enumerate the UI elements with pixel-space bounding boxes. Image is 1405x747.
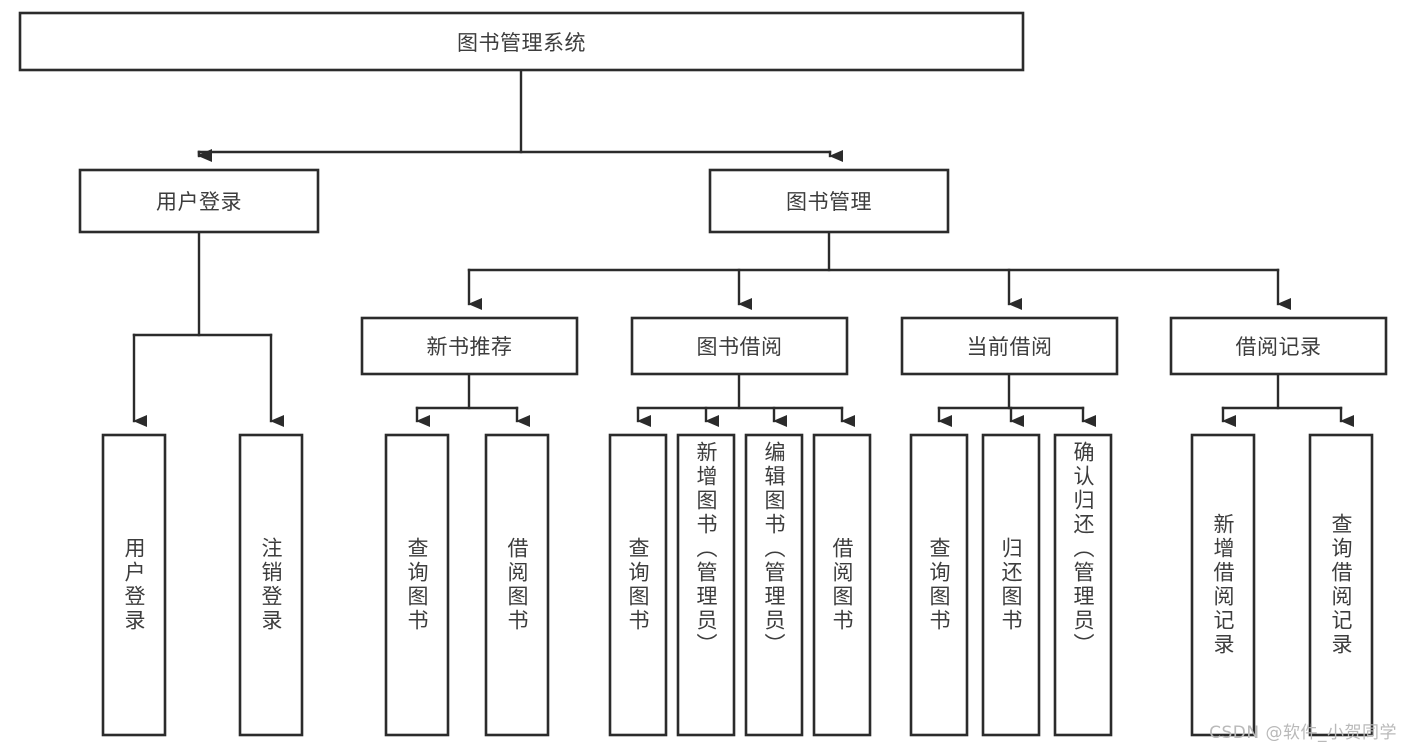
node-box-current-borrow[interactable] bbox=[900, 316, 1119, 376]
node-box-new-book-recommend[interactable] bbox=[360, 316, 579, 376]
node-box-leaf-borrow-book-1[interactable] bbox=[484, 433, 550, 737]
node-box-leaf-edit-book-admin[interactable] bbox=[744, 433, 804, 737]
node-boxes bbox=[18, 11, 1388, 737]
node-box-leaf-user-login[interactable] bbox=[101, 433, 167, 737]
node-box-book-manage[interactable] bbox=[708, 168, 950, 234]
node-box-leaf-return-book[interactable] bbox=[981, 433, 1041, 737]
node-box-leaf-query-book-3[interactable] bbox=[909, 433, 969, 737]
node-box-leaf-confirm-return-admin[interactable] bbox=[1053, 433, 1113, 737]
node-box-leaf-query-borrow-record[interactable] bbox=[1308, 433, 1374, 737]
node-box-user-login[interactable] bbox=[78, 168, 320, 234]
node-box-leaf-query-book-1[interactable] bbox=[384, 433, 450, 737]
node-box-borrow-record[interactable] bbox=[1169, 316, 1388, 376]
connector-lines bbox=[132, 68, 1354, 427]
node-box-leaf-logout-login[interactable] bbox=[238, 433, 304, 737]
node-box-leaf-borrow-book-2[interactable] bbox=[812, 433, 872, 737]
node-box-leaf-query-book-2[interactable] bbox=[608, 433, 668, 737]
node-box-leaf-add-book-admin[interactable] bbox=[676, 433, 736, 737]
node-box-root[interactable] bbox=[18, 11, 1025, 72]
node-box-book-borrow[interactable] bbox=[630, 316, 849, 376]
node-box-leaf-add-borrow-record[interactable] bbox=[1190, 433, 1256, 737]
